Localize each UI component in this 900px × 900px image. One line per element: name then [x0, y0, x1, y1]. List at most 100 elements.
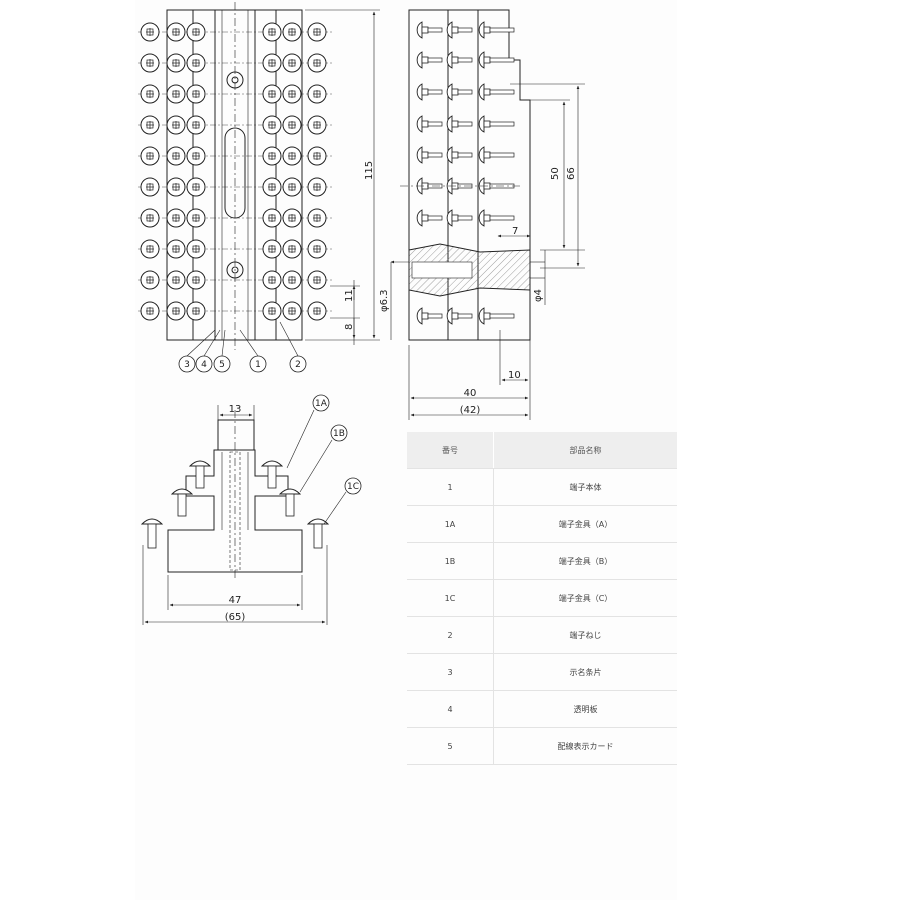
side-screw-icon — [478, 51, 515, 69]
screw-head-icon — [262, 22, 282, 42]
dim-66: 66 — [566, 167, 577, 180]
screw-head-icon — [262, 239, 282, 259]
side-screw-icon — [478, 146, 515, 164]
screw-head-icon — [307, 270, 327, 290]
side-screw-icon — [478, 307, 515, 325]
screw-head-icon — [262, 301, 282, 321]
screw-head-icon — [186, 239, 206, 259]
side-screw-icon — [446, 21, 473, 39]
part-number: 5 — [407, 727, 494, 765]
screw-head-icon — [307, 239, 327, 259]
dim-8: 8 — [344, 324, 355, 330]
screw-head-icon — [262, 270, 282, 290]
balloon-1A-label: 1A — [315, 399, 328, 409]
dim-50: 50 — [550, 167, 561, 180]
front-screw-icon — [188, 460, 212, 489]
balloon-1-label: 1 — [255, 360, 261, 370]
side-screw-icon — [446, 209, 473, 227]
side-view — [390, 9, 585, 420]
screw-head-icon — [140, 115, 160, 135]
side-screw-icon — [416, 51, 443, 69]
dim-7: 7 — [512, 226, 518, 237]
front-screw-icon — [140, 518, 164, 549]
front-view — [140, 405, 347, 625]
balloon-1B — [330, 424, 348, 442]
part-name: 端子金具（B） — [493, 542, 677, 580]
balloon-3-label: 3 — [184, 360, 190, 370]
balloon-1 — [249, 355, 267, 373]
side-screw-icon — [416, 83, 443, 101]
balloon-4 — [195, 355, 213, 373]
balloon-4-label: 4 — [201, 360, 207, 370]
screw-head-icon — [186, 301, 206, 321]
part-number: 2 — [407, 616, 494, 654]
screw-head-icon — [282, 115, 302, 135]
dim-13: 13 — [229, 404, 242, 415]
side-screw-icon — [478, 21, 515, 39]
terminal-screws-top — [138, 22, 332, 321]
balloon-1B-label: 1B — [333, 429, 345, 439]
screw-head-icon — [186, 208, 206, 228]
screw-head-icon — [140, 239, 160, 259]
screw-head-icon — [307, 177, 327, 197]
screw-head-icon — [282, 84, 302, 104]
balloon-2 — [289, 355, 307, 373]
dim-115: 115 — [364, 161, 375, 180]
screw-head-icon — [282, 177, 302, 197]
balloon-2-label: 2 — [295, 360, 301, 370]
screw-head-icon — [282, 53, 302, 73]
balloon-5 — [213, 355, 231, 373]
dim-65: (65) — [225, 612, 246, 623]
screw-head-icon — [140, 270, 160, 290]
part-number: 1A — [407, 505, 494, 543]
part-name: 透明板 — [493, 690, 677, 728]
screw-head-icon — [307, 84, 327, 104]
part-number: 1B — [407, 542, 494, 580]
dim-screw-dia: φ4 — [533, 289, 544, 302]
screw-head-icon — [166, 115, 186, 135]
side-screw-icon — [478, 115, 515, 133]
screw-head-icon — [166, 53, 186, 73]
balloon-5-label: 5 — [219, 360, 225, 370]
screw-head-icon — [186, 270, 206, 290]
screw-head-icon — [186, 115, 206, 135]
front-strip — [217, 419, 255, 451]
screw-head-icon — [166, 239, 186, 259]
screw-head-icon — [140, 177, 160, 197]
screw-head-icon — [166, 146, 186, 166]
balloons-top — [178, 321, 307, 373]
side-screw-icon — [446, 51, 473, 69]
balloon-1A — [312, 394, 330, 412]
screw-head-icon — [262, 53, 282, 73]
front-screw-icon — [170, 488, 194, 517]
screw-head-icon — [140, 84, 160, 104]
screw-head-icon — [166, 177, 186, 197]
side-screw-icon — [446, 83, 473, 101]
screw-head-icon — [186, 177, 206, 197]
part-number: 1 — [407, 468, 494, 506]
side-screw-icon — [446, 307, 473, 325]
screw-head-icon — [282, 208, 302, 228]
dim-10: 10 — [508, 370, 521, 381]
screw-head-icon — [186, 22, 206, 42]
side-screw-icon — [416, 146, 443, 164]
dim-11: 11 — [344, 289, 355, 302]
side-screw-icon — [416, 209, 443, 227]
screw-head-icon — [307, 208, 327, 228]
screw-head-icon — [262, 84, 282, 104]
balloon-3 — [178, 355, 196, 373]
part-number: 1C — [407, 579, 494, 617]
balloon-1C — [344, 477, 362, 495]
screw-head-icon — [282, 146, 302, 166]
screw-head-icon — [262, 208, 282, 228]
screw-head-icon — [186, 146, 206, 166]
terminal-screws-front — [140, 460, 330, 549]
screw-head-icon — [307, 301, 327, 321]
front-screw-icon — [306, 518, 330, 549]
side-screw-icon — [446, 146, 473, 164]
